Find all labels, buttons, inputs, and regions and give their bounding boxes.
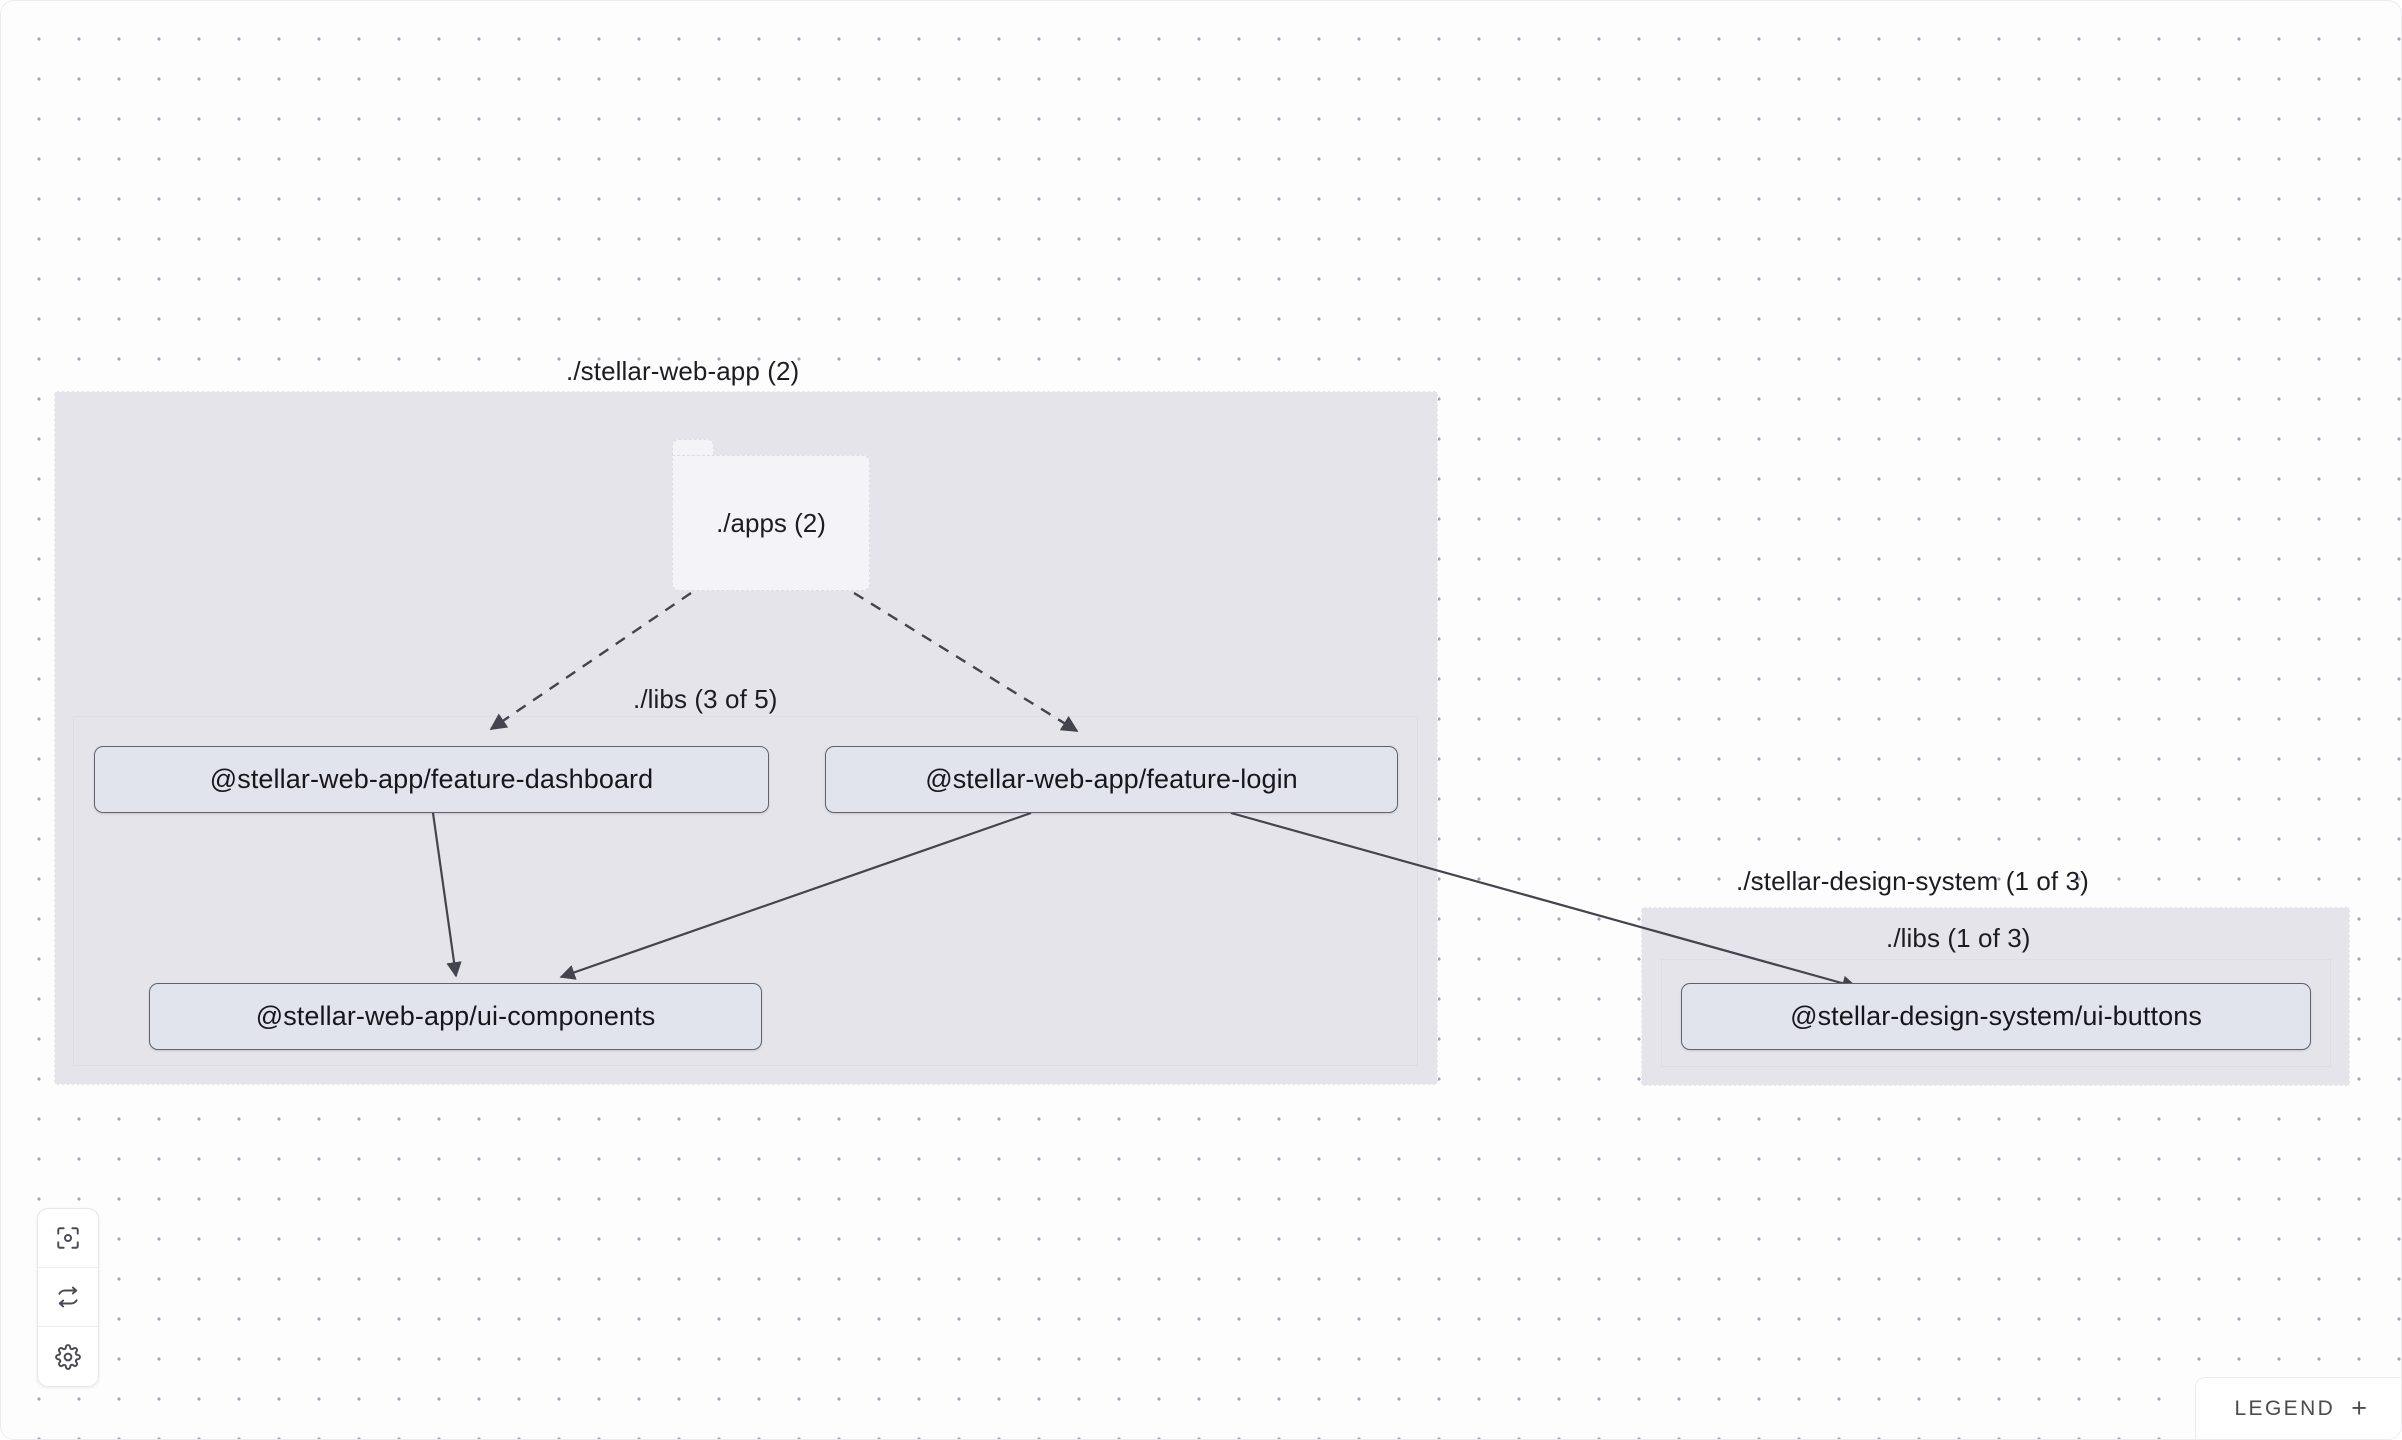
legend-toggle[interactable]: LEGEND + bbox=[2195, 1377, 2401, 1439]
plus-icon: + bbox=[2351, 1393, 2367, 1423]
node-label: @stellar-web-app/feature-dashboard bbox=[209, 764, 654, 794]
legend-label: LEGEND bbox=[2234, 1396, 2336, 1420]
node-feature-dashboard[interactable]: @stellar-web-app/feature-dashboard bbox=[94, 746, 769, 813]
gear-icon-button[interactable] bbox=[38, 1327, 98, 1386]
focus-target-icon bbox=[55, 1225, 81, 1251]
node-label: @stellar-design-system/ui-buttons bbox=[1790, 1001, 2202, 1031]
group-label-stellar-design-system: ./stellar-design-system (1 of 3) bbox=[1736, 866, 2089, 896]
refresh-icon bbox=[55, 1284, 81, 1310]
folder-apps-label: ./apps (2) bbox=[716, 507, 826, 538]
gear-icon bbox=[55, 1343, 81, 1370]
node-label: @stellar-web-app/ui-components bbox=[255, 1001, 656, 1031]
node-label: @stellar-web-app/feature-login bbox=[925, 764, 1298, 794]
subgroup-design-system-libs[interactable] bbox=[1661, 959, 2331, 1067]
node-ui-components[interactable]: @stellar-web-app/ui-components bbox=[149, 983, 762, 1050]
folder-tab bbox=[672, 439, 714, 457]
subgroup-label-design-system-libs: ./libs (1 of 3) bbox=[1886, 923, 2031, 953]
refresh-icon-button[interactable] bbox=[38, 1268, 98, 1327]
folder-apps[interactable]: ./apps (2) bbox=[672, 439, 870, 591]
node-ui-buttons[interactable]: @stellar-design-system/ui-buttons bbox=[1681, 983, 2311, 1050]
subgroup-label-web-app-libs: ./libs (3 of 5) bbox=[633, 684, 778, 714]
group-label-stellar-web-app: ./stellar-web-app (2) bbox=[566, 356, 800, 386]
node-feature-login[interactable]: @stellar-web-app/feature-login bbox=[825, 746, 1398, 813]
focus-target-icon-button[interactable] bbox=[38, 1209, 98, 1268]
canvas-toolbar[interactable] bbox=[37, 1208, 99, 1387]
folder-body: ./apps (2) bbox=[672, 455, 870, 591]
